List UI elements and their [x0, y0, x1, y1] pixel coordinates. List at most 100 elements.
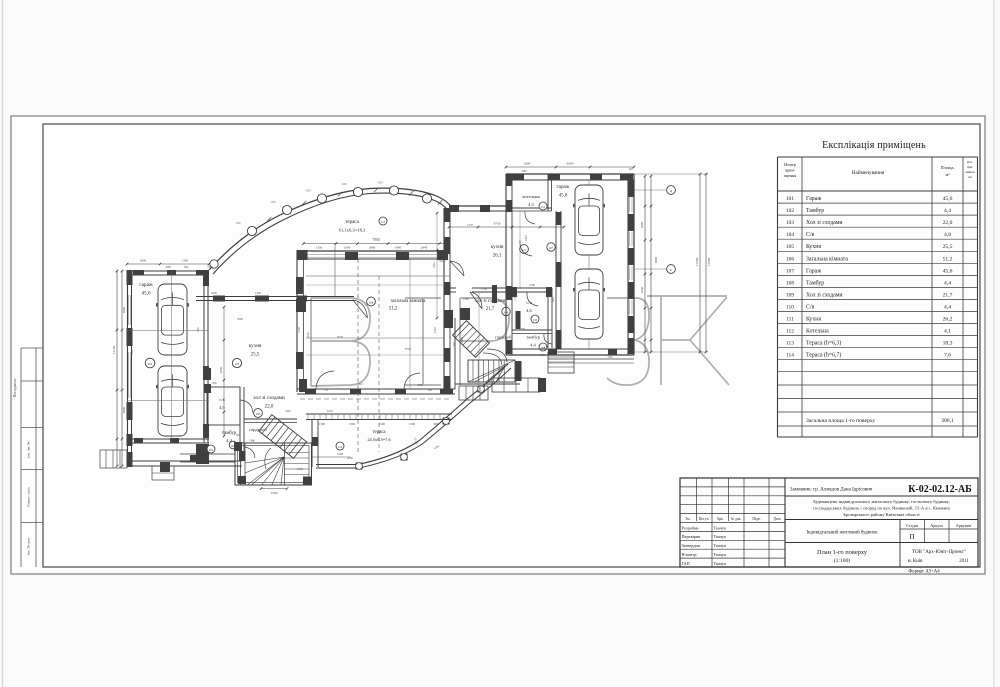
svg-text:Затвердив: Затвердив: [682, 543, 700, 548]
svg-text:Аркушів: Аркушів: [956, 523, 972, 528]
svg-text:102: 102: [786, 208, 794, 214]
svg-text:104: 104: [209, 449, 214, 452]
svg-text:Площа,: Площа,: [941, 165, 955, 171]
svg-text:1500: 1500: [235, 222, 241, 225]
svg-text:загальна кімната: загальна кімната: [391, 299, 427, 304]
svg-text:Тамбур: Тамбур: [806, 207, 824, 214]
svg-text:1350: 1350: [316, 246, 323, 250]
svg-text:112: 112: [541, 206, 546, 209]
svg-text:4,1: 4,1: [944, 329, 951, 335]
svg-text:Замовник: гр. Ахмедов Дана Ідр: Замовник: гр. Ахмедов Дана Ідрісович: [790, 488, 873, 493]
svg-text:4,4: 4,4: [226, 438, 232, 444]
svg-text:К-02-02.12-АБ: К-02-02.12-АБ: [908, 484, 972, 495]
svg-text:Експлікація приміщень: Експлікація приміщень: [822, 140, 926, 151]
svg-text:Гараж: Гараж: [806, 196, 822, 202]
svg-text:25,5: 25,5: [251, 353, 260, 358]
svg-text:2980: 2980: [640, 221, 644, 228]
svg-text:Кухня: Кухня: [806, 244, 821, 250]
svg-text:тамбур: тамбур: [222, 431, 237, 436]
svg-text:1500: 1500: [409, 422, 416, 426]
svg-text:2320: 2320: [207, 266, 213, 269]
svg-text:5980: 5980: [122, 306, 126, 313]
svg-text:котельня: котельня: [522, 194, 540, 199]
svg-text:прим-: прим-: [785, 168, 796, 173]
svg-text:Підпис і дата: Підпис і дата: [27, 487, 31, 507]
svg-text:1500: 1500: [319, 422, 326, 426]
svg-text:1500: 1500: [182, 259, 189, 263]
svg-text:1300: 1300: [344, 246, 351, 250]
svg-text:105: 105: [235, 362, 240, 366]
svg-text:1010: 1010: [357, 383, 363, 386]
svg-text:1980: 1980: [165, 266, 171, 269]
svg-text:іщення: іщення: [784, 173, 797, 178]
svg-text:Є: Є: [670, 268, 672, 272]
svg-text:1200: 1200: [453, 342, 456, 348]
svg-text:112: 112: [786, 329, 794, 335]
svg-text:2011: 2011: [959, 559, 969, 564]
svg-text:2180: 2180: [463, 297, 470, 301]
svg-text:750: 750: [324, 389, 329, 392]
svg-text:С/в: С/в: [806, 232, 814, 238]
svg-text:4,4: 4,4: [944, 208, 951, 214]
svg-text:Дата: Дата: [773, 517, 781, 521]
svg-text:Розробив: Розробив: [682, 525, 699, 530]
svg-text:6300: 6300: [567, 162, 574, 166]
svg-text:Індивідуальний житловий будино: Індивідуальний житловий будинок: [806, 531, 878, 536]
svg-text:18,3: 18,3: [943, 341, 953, 347]
svg-text:гараж: гараж: [139, 282, 153, 288]
svg-text:5030: 5030: [337, 335, 344, 339]
svg-text:Ткачук: Ткачук: [714, 543, 728, 548]
svg-text:1500: 1500: [379, 422, 386, 426]
svg-text:Броварського району Київської: Броварського району Київської області: [843, 512, 920, 517]
svg-text:Ткачук: Ткачук: [714, 525, 728, 530]
svg-text:Н-контр.: Н-контр.: [682, 552, 698, 557]
svg-text:Зм.: Зм.: [686, 517, 691, 521]
svg-text:24,5х0,3=7,6: 24,5х0,3=7,6: [367, 437, 391, 443]
svg-text:Кухня: Кухня: [806, 317, 821, 323]
svg-text:гардероб: гардероб: [249, 427, 267, 432]
svg-text:107: 107: [786, 268, 794, 274]
svg-text:1060: 1060: [297, 467, 304, 471]
svg-text:4,8: 4,8: [944, 232, 951, 238]
svg-text:Арк.: Арк.: [716, 517, 723, 521]
svg-text:Тераса (h=6,3): Тераса (h=6,3): [806, 340, 841, 347]
svg-text:111: 111: [786, 317, 794, 323]
svg-text:1500: 1500: [377, 182, 383, 185]
svg-text:4,4: 4,4: [530, 343, 536, 349]
svg-text:2700: 2700: [481, 288, 487, 291]
svg-text:с/в: с/в: [219, 397, 225, 402]
svg-text:ня: ня: [968, 175, 972, 179]
svg-text:3210: 3210: [439, 259, 446, 263]
svg-text:Підп.: Підп.: [752, 517, 760, 521]
svg-text:4,4: 4,4: [944, 280, 951, 286]
svg-text:ТОВ "Арх-Юніт-Проект": ТОВ "Арх-Юніт-Проект": [912, 550, 966, 555]
svg-text:2180: 2180: [514, 295, 517, 301]
svg-text:2080: 2080: [285, 410, 291, 413]
svg-text:2000: 2000: [211, 291, 218, 295]
svg-text:6040: 6040: [307, 332, 310, 338]
svg-text:110: 110: [786, 304, 794, 310]
svg-text:111: 111: [522, 248, 527, 252]
svg-text:17350: 17350: [707, 257, 711, 266]
svg-text:105: 105: [786, 244, 794, 250]
svg-text:12150: 12150: [112, 345, 116, 354]
svg-text:4,4: 4,4: [944, 304, 951, 310]
svg-text:51,2: 51,2: [389, 307, 398, 312]
svg-text:7060: 7060: [131, 349, 134, 355]
svg-text:м. Київ: м. Київ: [908, 559, 924, 564]
svg-text:107: 107: [549, 247, 554, 250]
svg-text:ГАП: ГАП: [682, 561, 690, 566]
svg-text:21,7: 21,7: [486, 307, 495, 312]
svg-text:1500: 1500: [270, 201, 276, 204]
svg-text:8730: 8730: [405, 347, 412, 351]
svg-text:4280: 4280: [417, 383, 424, 387]
svg-text:Котельна: Котельна: [806, 329, 829, 335]
svg-text:Д: Д: [670, 189, 673, 193]
svg-text:2680: 2680: [445, 255, 448, 261]
svg-text:Кіл.: Кіл.: [967, 160, 973, 164]
svg-text:45,6: 45,6: [943, 268, 953, 274]
svg-text:7,6: 7,6: [944, 353, 951, 359]
svg-text:С/в: С/в: [806, 304, 814, 310]
svg-text:21,7: 21,7: [943, 292, 953, 298]
svg-text:113: 113: [786, 341, 794, 347]
